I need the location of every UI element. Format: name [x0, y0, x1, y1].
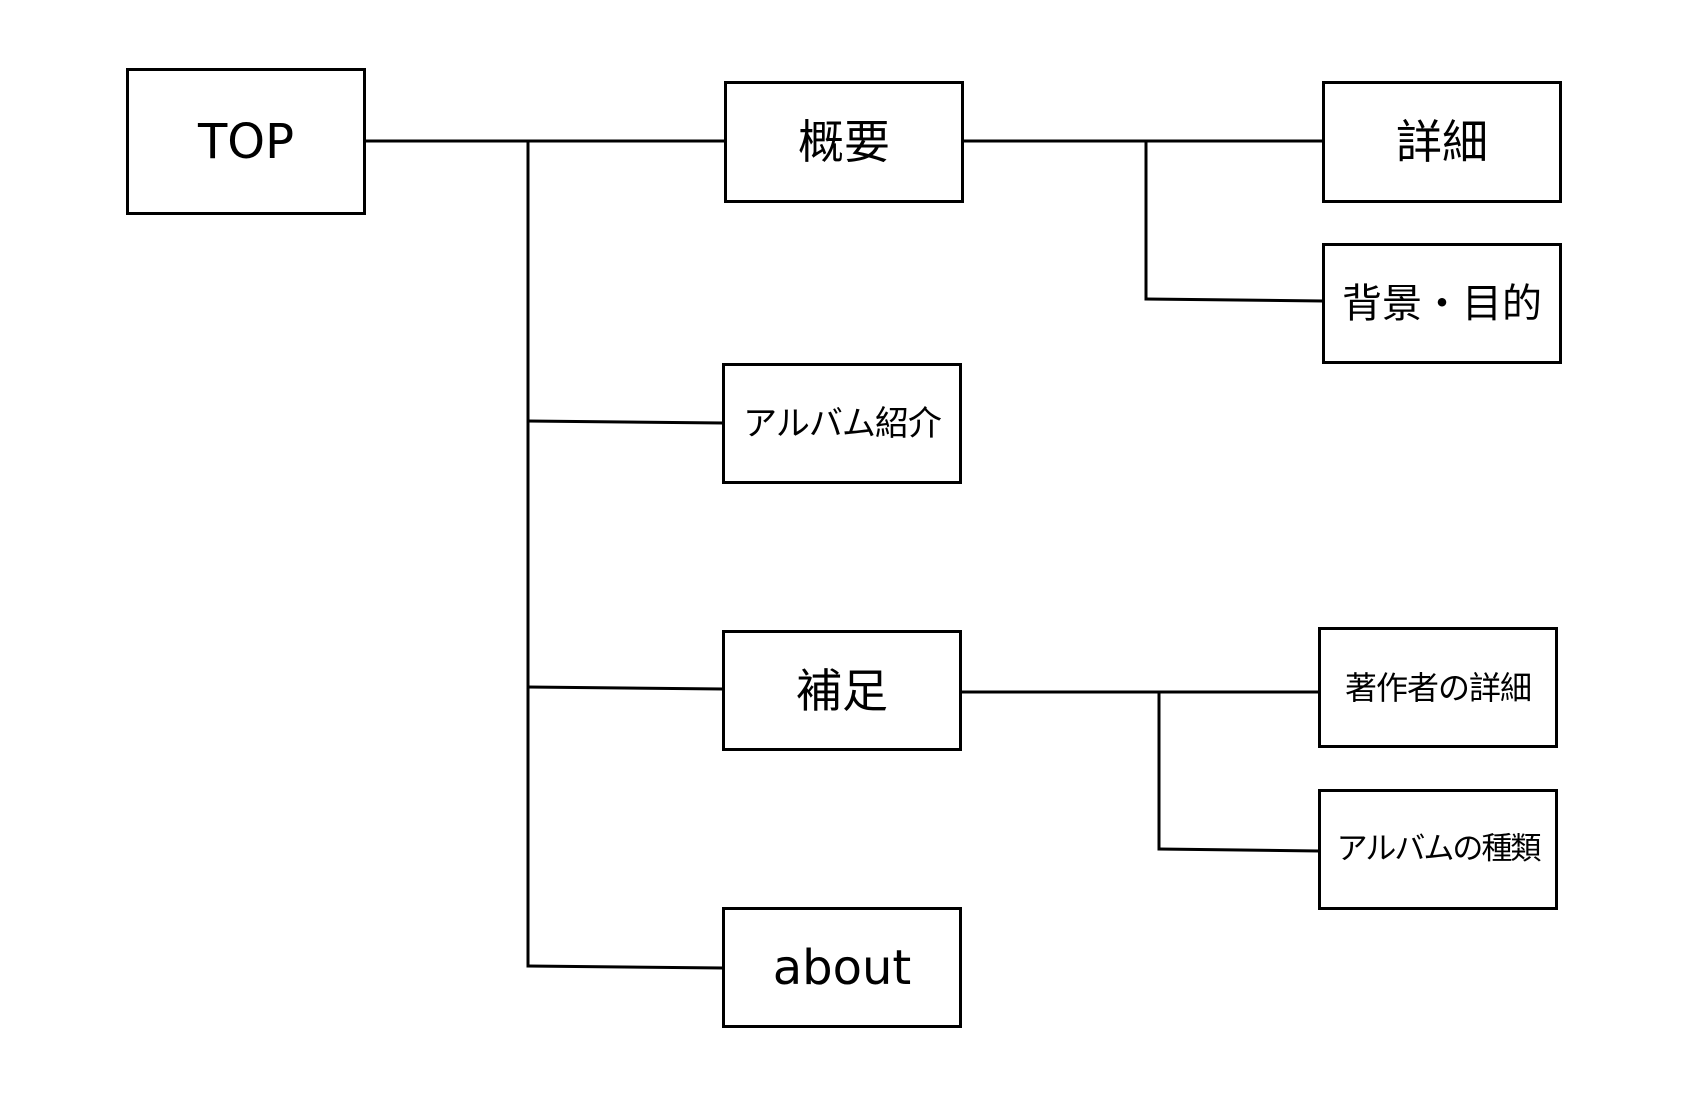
node-album-types-label: アルバムの種類	[1336, 831, 1542, 867]
node-shousai: 詳細	[1322, 81, 1562, 203]
edge-trunk-hosoku	[526, 685, 724, 691]
node-album-types: アルバムの種類	[1318, 789, 1558, 910]
edge-trunk-album-intro	[526, 419, 724, 425]
edge-branch-haikei	[1144, 297, 1324, 303]
node-chosakusha-label: 著作者の詳細	[1344, 668, 1532, 707]
node-haikei-label: 背景・目的	[1342, 280, 1542, 327]
node-album-intro-label: アルバム紹介	[743, 403, 942, 444]
node-gaiyou-label: 概要	[798, 115, 890, 169]
node-hosoku-label: 補足	[796, 663, 888, 718]
edge-trunk-about	[526, 964, 724, 970]
node-gaiyou: 概要	[724, 81, 964, 203]
node-album-intro: アルバム紹介	[722, 363, 962, 484]
node-haikei: 背景・目的	[1322, 243, 1562, 364]
node-about-label: about	[772, 939, 912, 996]
node-top: TOP	[126, 68, 366, 215]
node-hosoku: 補足	[722, 630, 962, 751]
node-chosakusha: 著作者の詳細	[1318, 627, 1558, 748]
node-about: about	[722, 907, 962, 1028]
edge-branch-album-types	[1157, 847, 1320, 853]
node-shousai-label: 詳細	[1396, 115, 1488, 169]
node-top-label: TOP	[197, 113, 295, 170]
